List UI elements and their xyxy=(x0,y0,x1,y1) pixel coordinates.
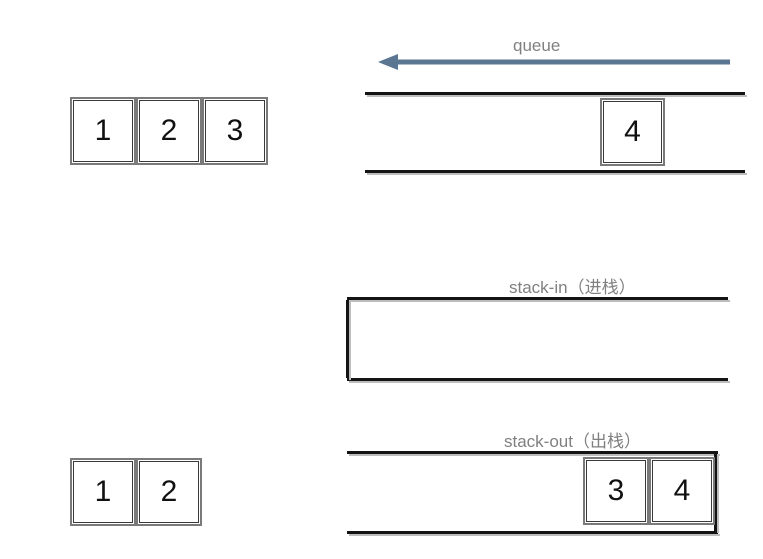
queue-label: queue xyxy=(513,36,561,55)
cell-value: 1 xyxy=(94,114,112,147)
element-cell: 1 xyxy=(70,97,136,165)
stack-out-top-rail xyxy=(347,451,720,456)
stack-out-closed-wall xyxy=(714,454,719,533)
queue-lane-top-rail xyxy=(365,92,747,97)
cell-value: 3 xyxy=(226,114,244,147)
stack-in-top-rail xyxy=(347,297,730,302)
queue-direction-arrow xyxy=(378,53,730,71)
cell-value: 4 xyxy=(673,474,691,507)
element-cell: 2 xyxy=(136,458,202,526)
cell-value: 2 xyxy=(160,114,178,147)
cell-value: 4 xyxy=(624,115,641,148)
stack-in-bottom-rail xyxy=(347,378,730,383)
stack-out-label: stack-out（出栈） xyxy=(504,432,641,451)
element-cell: 3 xyxy=(202,97,268,165)
cell-value: 3 xyxy=(607,474,625,507)
stack-in-closed-wall xyxy=(346,300,351,380)
element-cell: 2 xyxy=(136,97,202,165)
cell-value: 1 xyxy=(94,475,112,508)
element-cell: 4 xyxy=(649,457,715,525)
element-cell: 3 xyxy=(583,457,649,525)
arrow-icon xyxy=(378,54,730,70)
stack-in-label: stack-in（进栈） xyxy=(509,278,636,297)
queue-lane-bottom-rail xyxy=(365,170,747,175)
element-cell: 4 xyxy=(600,98,665,166)
cell-value: 2 xyxy=(160,475,178,508)
stack-out-bottom-rail xyxy=(347,531,720,536)
element-cell: 1 xyxy=(70,458,136,526)
